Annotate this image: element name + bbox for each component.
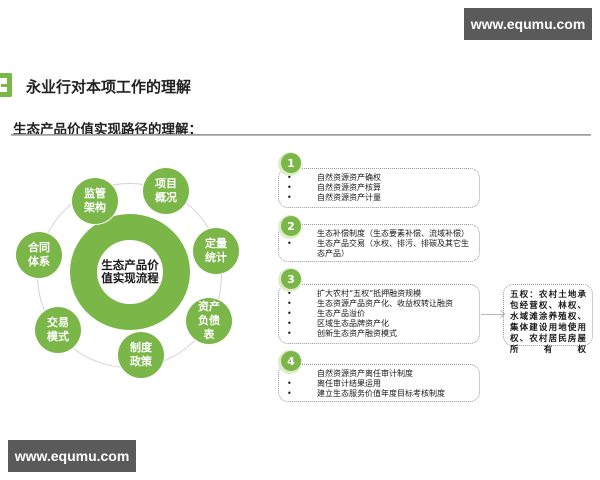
green-bracket-logo-icon [0, 73, 12, 97]
page-title: 永业行对本项工作的理解 [26, 78, 192, 96]
watermark-top: www.equmu.com [464, 8, 592, 40]
stage-4-badge: 4 [281, 351, 301, 371]
value-realization-wheel: 生态产品价值实现流程 项目概况 定量统计 资产负债表 制度政策 交易模式 合同体… [0, 150, 270, 400]
list-item: •生态资源产品资产化、收益权转让融资 [287, 299, 453, 308]
stage-4-box: •自然资源资产离任审计制度 •离任审计结果运用 •建立生态服务价值年度目标考核制… [278, 364, 480, 402]
wheel-node-contract-system: 合同体系 [16, 232, 62, 278]
wheel-node-trading-model: 交易模式 [35, 307, 81, 353]
list-item: •离任审计结果运用 [287, 379, 381, 388]
wheel-hub: 生态产品价值实现流程 [70, 214, 190, 330]
wheel-center-label: 生态产品价值实现流程 [97, 240, 163, 304]
list-item: •自然资源资产确权 [287, 173, 381, 182]
wheel-node-balance-sheet: 资产负债表 [186, 298, 232, 344]
wheel-node-supervision-structure: 监管架构 [72, 178, 118, 224]
list-item: •自然资源资产核算 [287, 183, 381, 192]
stage-1-list: •自然资源资产确权 •自然资源资产核算 •自然资源资产计量 [287, 173, 473, 203]
wheel-node-quantitative-stats: 定量统计 [193, 228, 239, 274]
stage-2-list: •生态补偿制度（生态要素补偿、流域补偿） •生态产品交易（水权、排污、排碳及其它… [287, 229, 473, 259]
list-item: •生态产品溢价 [287, 309, 365, 318]
stage-4-list: •自然资源资产离任审计制度 •离任审计结果运用 •建立生态服务价值年度目标考核制… [287, 369, 473, 399]
stage-3-box: •扩大农村“五权”抵押融资规模 •生态资源产品资产化、收益权转让融资 •生态产品… [278, 284, 480, 344]
five-rights-note: 五权：农村土地承包经营权、林权、水域滩涂养殖权、集体建设用地使用权、农村居民房屋… [503, 284, 593, 355]
wheel-node-project-overview: 项目概况 [143, 168, 189, 214]
list-item: •自然资源资产计量 [287, 193, 381, 202]
list-item: •区域生态品牌资产化 [287, 319, 389, 328]
list-item: •创新生态资产融资模式 [287, 329, 397, 338]
watermark-bottom: www.equmu.com [8, 440, 136, 472]
wheel-node-institutional-policy: 制度政策 [118, 332, 164, 378]
list-item: •建立生态服务价值年度目标考核制度 [287, 389, 445, 398]
list-item: •扩大农村“五权”抵押融资规模 [287, 289, 422, 298]
stage-3-badge: 3 [281, 269, 301, 289]
list-item: •生态产品交易（水权、排污、排碳及其它生态产品） [287, 239, 469, 258]
stage-2-badge: 2 [281, 216, 301, 236]
stage-1-box: •自然资源资产确权 •自然资源资产核算 •自然资源资产计量 [278, 168, 480, 208]
list-item: •生态补偿制度（生态要素补偿、流域补偿） [287, 229, 469, 238]
connector-line [481, 314, 503, 315]
list-item: •自然资源资产离任审计制度 [287, 369, 413, 378]
section-divider [11, 134, 591, 136]
stage-1-badge: 1 [281, 153, 301, 173]
stage-2-box: •生态补偿制度（生态要素补偿、流域补偿） •生态产品交易（水权、排污、排碳及其它… [278, 224, 480, 262]
stage-3-list: •扩大农村“五权”抵押融资规模 •生态资源产品资产化、收益权转让融资 •生态产品… [287, 289, 473, 339]
